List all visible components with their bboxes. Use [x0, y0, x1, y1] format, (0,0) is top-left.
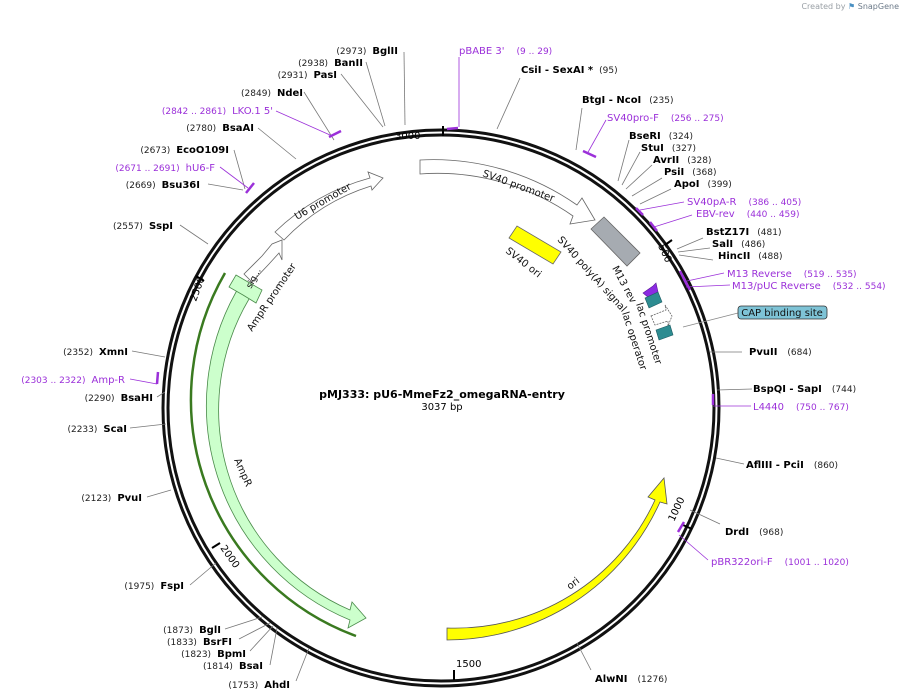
primer-sv40prof[interactable]: SV40pro-F(256 .. 275)	[607, 113, 724, 124]
enzyme-afl[interactable]: AflIII - PciI(860)	[746, 460, 838, 471]
enzyme-bsrf[interactable]: (1833)BsrFI	[167, 637, 232, 648]
enzyme-nde[interactable]: (2849)NdeI	[241, 88, 303, 99]
feature-ampr-orf	[189, 272, 357, 638]
tick-mark-2000	[211, 542, 221, 549]
enzyme-bser[interactable]: BseRI(324)	[629, 131, 693, 142]
enzyme-ssp[interactable]: (2557)SspI	[113, 221, 173, 232]
plasmid-size: 3037 bp	[421, 402, 462, 413]
enzyme-psi[interactable]: PsiI(368)	[664, 167, 716, 178]
enzyme-stu[interactable]: StuI(327)	[641, 143, 696, 154]
enzyme-pas[interactable]: (2931)PasI	[278, 70, 337, 81]
enzyme-bsai[interactable]: (1814)BsaI	[203, 661, 263, 672]
enzyme-pvui[interactable]: (2123)PvuI	[81, 493, 142, 504]
enzyme-sal[interactable]: SalI(486)	[712, 239, 765, 250]
feature-u6-promoter[interactable]	[274, 171, 384, 241]
primer-pbabe[interactable]: pBABE 3'(9 .. 29)	[459, 46, 552, 57]
enzyme-bst[interactable]: BstZ17I(481)	[706, 227, 781, 238]
enzyme-ban[interactable]: (2938)BanII	[298, 58, 363, 69]
enzyme-bgli[interactable]: (1873)BglI	[163, 625, 221, 636]
backbone-inner-ring	[166, 133, 716, 683]
label-cap-binding-site: CAP binding site	[741, 308, 823, 319]
enzyme-labels: CsiI - SexAI *(95) BtgI - NcoI(235) BseR…	[521, 65, 856, 685]
enzyme-btg[interactable]: BtgI - NcoI(235)	[582, 95, 674, 106]
credit-brand: SnapGene	[857, 2, 899, 11]
backbone-outer-ring	[161, 128, 721, 688]
enzyme-apo[interactable]: ApoI(399)	[674, 179, 732, 190]
feature-ampr-promoter[interactable]	[243, 239, 283, 283]
enzyme-bspq[interactable]: BspQI - SapI(744)	[753, 384, 856, 395]
feature-lac-promoter[interactable]	[650, 304, 673, 327]
enzyme-bglii[interactable]: (2973)BglII	[336, 46, 398, 57]
snapgene-logo-icon: ⚑	[848, 2, 856, 11]
tick-label-1000: 1000	[667, 496, 688, 524]
enzyme-leaders	[129, 51, 753, 682]
enzyme-csi[interactable]: CsiI - SexAI *(95)	[521, 65, 618, 76]
enzyme-hinc[interactable]: HincII(488)	[718, 251, 783, 262]
feature-lac-operator-1[interactable]	[644, 291, 663, 309]
backbone	[161, 128, 721, 688]
snapgene-credit: Created by ⚑ SnapGene	[801, 2, 899, 11]
primer-labels: pBABE 3'(9 .. 29) SV40pro-F(256 .. 275) …	[21, 46, 885, 568]
feature-lac-operator-2[interactable]	[655, 324, 674, 341]
enzyme-labels-left: (1753)AhdI (1814)BsaI (1823)BpmI (1833)B…	[63, 46, 398, 691]
enzyme-drd[interactable]: DrdI(968)	[725, 527, 783, 538]
tick-label-3000: 3000	[395, 131, 420, 142]
feature-sv40-polya[interactable]	[590, 216, 641, 267]
plasmid-title: pMJ333: pU6-MmeFz2_omegaRNA-entry	[319, 388, 565, 401]
tick-label-2500: 2500	[188, 275, 207, 303]
primer-hu6[interactable]: (2671 .. 2691)hU6-F	[115, 163, 215, 174]
enzyme-xmn[interactable]: (2352)XmnI	[63, 347, 128, 358]
primer-ampr[interactable]: (2303 .. 2322)Amp-R	[21, 375, 125, 386]
enzyme-sca[interactable]: (2233)ScaI	[67, 424, 127, 435]
enzyme-avr[interactable]: AvrII(328)	[653, 155, 711, 166]
enzyme-fsp[interactable]: (1975)FspI	[124, 581, 184, 592]
primer-pbr322[interactable]: pBR322ori-F(1001 .. 1020)	[711, 557, 849, 568]
feature-sv40-ori[interactable]	[508, 225, 562, 265]
credit-prefix: Created by	[801, 2, 846, 11]
primer-sv40par[interactable]: SV40pA-R(386 .. 405)	[687, 197, 801, 208]
primer-lko[interactable]: (2842 .. 2861)LKO.1 5'	[162, 106, 273, 117]
enzyme-bpm[interactable]: (1823)BpmI	[181, 649, 246, 660]
primer-m13puc[interactable]: M13/pUC Reverse(532 .. 554)	[732, 281, 886, 292]
tick-mark-1000	[682, 524, 693, 530]
feature-sv40-promoter[interactable]	[419, 159, 596, 225]
enzyme-alwn[interactable]: AlwNI(1276)	[595, 674, 667, 685]
tick-mark-2500	[195, 275, 205, 282]
cap-binding-site[interactable]: CAP binding site	[682, 305, 828, 328]
primer-m13rev[interactable]: M13 Reverse(519 .. 535)	[727, 269, 857, 280]
enzyme-bsah[interactable]: (2290)BsaHI	[85, 393, 153, 404]
tick-label-1500: 1500	[456, 659, 481, 670]
primer-ebv[interactable]: EBV-rev(440 .. 459)	[696, 209, 800, 220]
features-layer	[189, 159, 674, 641]
label-u6-promoter: U6 promoter	[293, 181, 354, 223]
feature-sig[interactable]	[228, 274, 263, 304]
enzyme-bsu[interactable]: (2669)Bsu36I	[126, 180, 200, 191]
enzyme-pvuii[interactable]: PvuII(684)	[749, 347, 812, 358]
enzyme-ahd[interactable]: (1753)AhdI	[228, 680, 290, 691]
primer-sites	[129, 57, 751, 561]
enzyme-bsaai[interactable]: (2780)BsaAI	[186, 123, 254, 134]
primer-l4440[interactable]: L4440(750 .. 767)	[753, 402, 849, 413]
feature-ori[interactable]	[446, 477, 668, 641]
enzyme-eco[interactable]: (2673)EcoO109I	[140, 145, 229, 156]
feature-ampr[interactable]	[206, 281, 367, 629]
tick-mark-500	[664, 239, 673, 246]
label-ampr: AmpR	[231, 457, 253, 489]
